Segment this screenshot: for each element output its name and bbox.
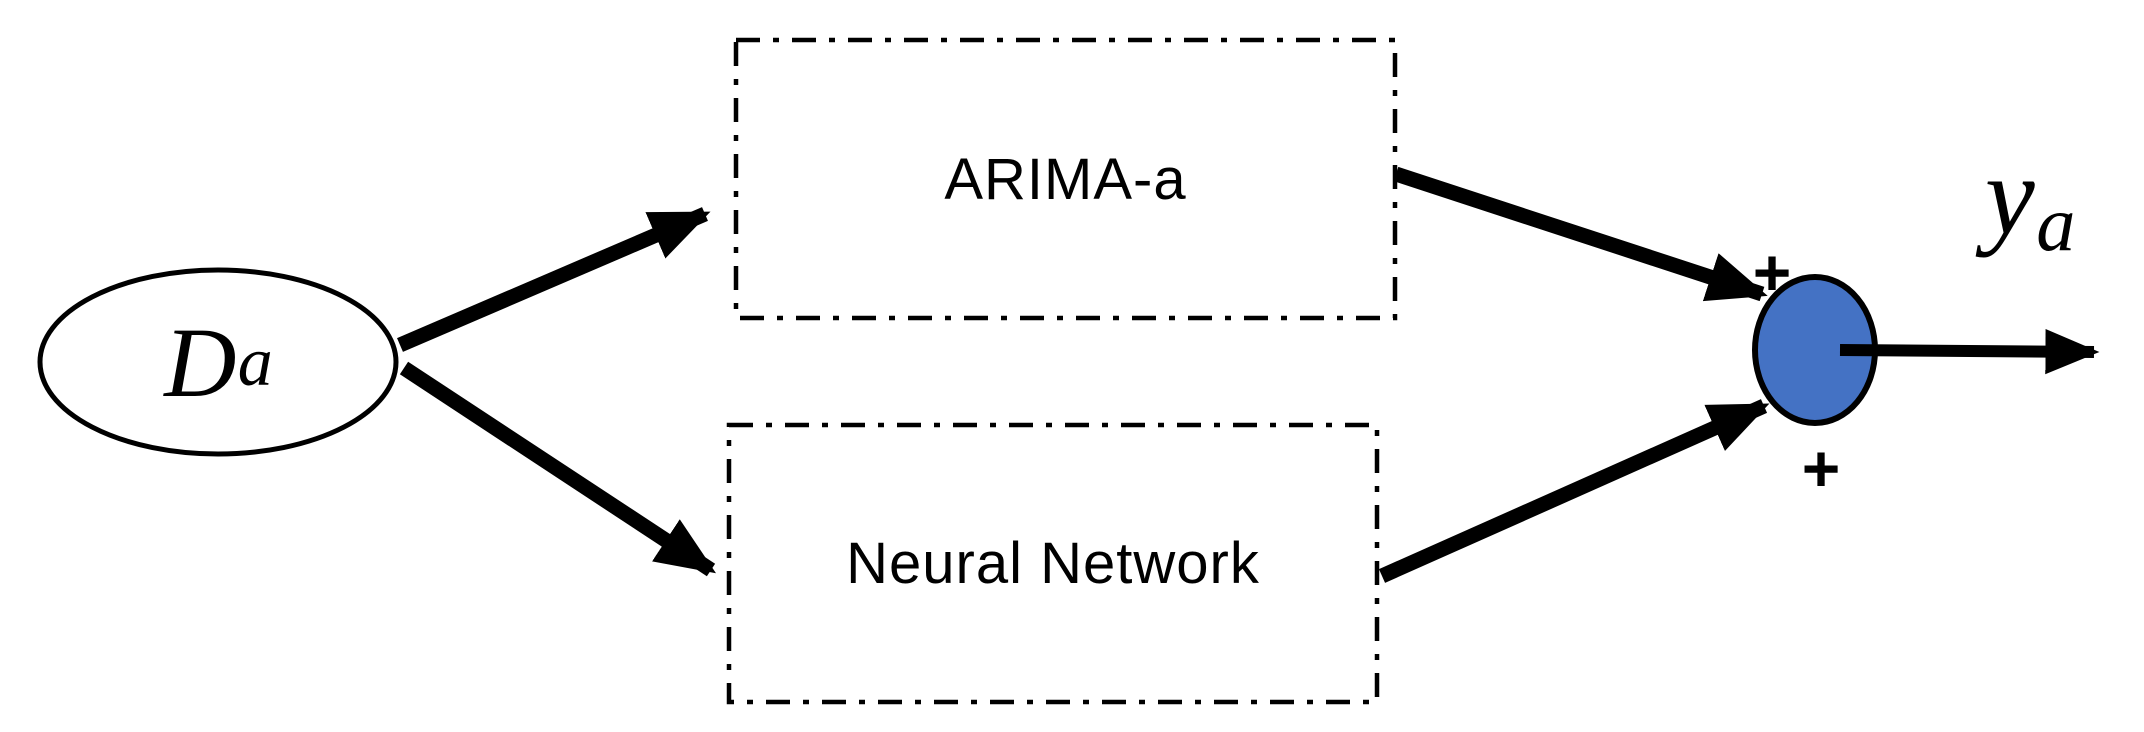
- plus-sign-bottom: +: [1801, 431, 1841, 505]
- arrow-input-to-nn: [399, 361, 717, 577]
- arima-box-label: ARIMA-a: [944, 146, 1187, 212]
- arrow-input-to-arima: [397, 207, 711, 352]
- arrow-arima-to-sum: [1393, 166, 1768, 302]
- neural-network-box-label: Neural Network: [846, 531, 1260, 596]
- neural-network-box: [726, 422, 1380, 705]
- input-data-label-base: D: [164, 306, 237, 418]
- output-label-base: y: [1985, 134, 2035, 258]
- plus-sign-top: +: [1752, 235, 1792, 309]
- arrow-nn-to-sum: [1378, 399, 1770, 583]
- arrow-sum-to-output: [1839, 328, 2100, 375]
- input-data-ellipse: [37, 267, 399, 457]
- output-label: ya: [1985, 140, 2075, 264]
- input-data-label-subscript: a: [237, 323, 273, 401]
- output-label-subscript: a: [2036, 180, 2076, 268]
